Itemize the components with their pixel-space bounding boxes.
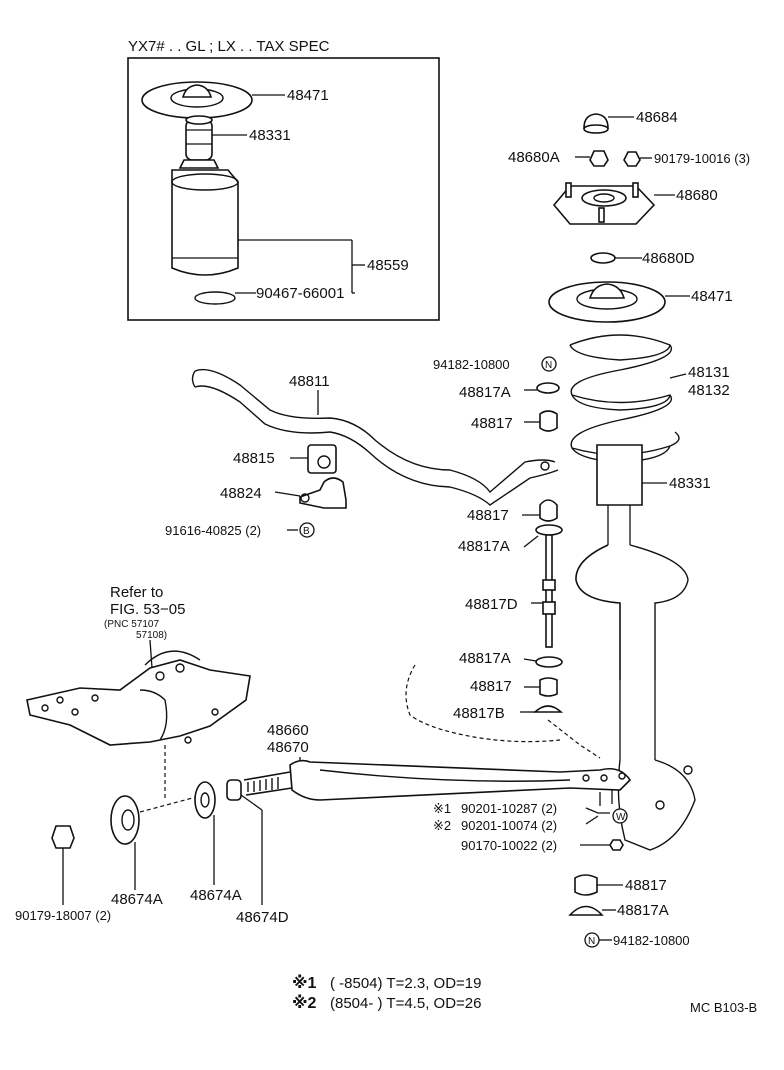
stabilizer-bracket-part (274, 477, 347, 509)
lower-washer2-label: 48674A (190, 887, 242, 904)
link-cushion-a-upper-part (524, 382, 560, 394)
stabilizer-bar-part (191, 368, 559, 506)
link-retainer-a-part (523, 524, 563, 548)
inset-clip-label: 90467-66001 (256, 285, 344, 302)
mount-bearing-label: 48680D (642, 250, 695, 267)
mount-support-part (552, 182, 675, 225)
washer-dashed-line (139, 795, 201, 813)
inset-clip-part (194, 291, 355, 305)
lower-arm-part (243, 759, 632, 806)
svg-text:N: N (588, 936, 595, 947)
figure-code: MC B103-B (690, 1000, 757, 1015)
inset-boot-label: 48559 (367, 257, 409, 274)
lower-spacer-label: 48674D (236, 909, 289, 926)
spring-nut-label: 94182-10800 (433, 357, 510, 372)
stabilizer-bushing-label: 48815 (233, 450, 275, 467)
mount-insulator-part (548, 281, 690, 323)
link-cushion-upper-part (524, 410, 558, 432)
link-cushion-2-part (522, 499, 558, 522)
stabilizer-bracket-label: 48824 (220, 485, 262, 502)
coil-spring-part (569, 334, 687, 463)
link-cushion-upper-label: 48817 (471, 415, 513, 432)
mount-nut-part (623, 151, 652, 167)
lower-washer2-part (194, 781, 216, 885)
arm-dashed-outline (405, 664, 561, 743)
mount-nut-a-label: 48680A (508, 149, 560, 166)
footnote2-mark: ※2 (292, 994, 317, 1012)
bottom-retainer-part (568, 905, 616, 916)
mount-nut-a-part (589, 150, 609, 167)
bolt3-nut-part (580, 839, 624, 851)
stabilizer-bushing-part (290, 444, 337, 474)
lower-washer1-part (110, 795, 140, 890)
svg-text:B: B (303, 526, 310, 537)
bolt-w-symbol: W (612, 808, 628, 824)
inset-insulator-label: 48471 (287, 87, 329, 104)
stabilizer-bar-label: 48811 (289, 373, 330, 390)
refer-line2: FIG. 53−05 (110, 601, 185, 618)
inset-bumper-part (185, 115, 247, 161)
refer-pnc2: 57108) (136, 630, 167, 641)
link-dashed-connector (547, 719, 601, 759)
refer-pnc1: (PNC 57107 (104, 619, 159, 630)
crossmember-part (26, 639, 251, 746)
stabilizer-bolt-label: 91616-40825 (2) (165, 523, 261, 538)
bolt1-mark: ※1 (433, 801, 451, 816)
bottom-nut-symbol: N (584, 932, 612, 948)
svg-text:N: N (545, 360, 552, 371)
link-retainer-b-part (520, 705, 564, 713)
lower-spacer-part (226, 779, 263, 905)
link-retainer-a-label: 48817A (458, 538, 510, 555)
strut-assembly-part (575, 444, 696, 851)
strut-label: 48331 (669, 475, 711, 492)
lower-washer1-label: 48674A (111, 891, 163, 908)
inset-boot-part (171, 159, 365, 293)
spring-nut-symbol: N (541, 356, 557, 372)
inset-insulator-part (141, 81, 285, 119)
lower-nut-label: 90179-18007 (2) (15, 908, 111, 923)
bolt2-mark: ※2 (433, 818, 451, 833)
bottom-retainer-label: 48817A (617, 902, 669, 919)
inset-frame (127, 57, 440, 321)
bottom-cushion-part (574, 874, 623, 896)
mount-nut-label: 90179-10016 (3) (654, 151, 750, 166)
bottom-nut-label: 94182-10800 (613, 933, 690, 948)
mount-bearing-part (590, 252, 642, 264)
refer-line1: Refer to (110, 584, 163, 601)
mount-support-label: 48680 (676, 187, 718, 204)
link-retainer-a-lower-label: 48817A (459, 650, 511, 667)
spring-label-b: 48132 (688, 382, 730, 399)
link-cushion-a-upper-label: 48817A (459, 384, 511, 401)
footnote1-mark: ※1 (292, 974, 317, 992)
mount-insulator-label: 48471 (691, 288, 733, 305)
bolt2-label: 90201-10074 (2) (461, 818, 557, 833)
bolt3-label: 90170-10022 (2) (461, 838, 557, 853)
spring-label-a: 48131 (688, 364, 730, 381)
mount-cap-part (583, 113, 634, 134)
inset-bumper-label: 48331 (249, 127, 291, 144)
arm-label-b: 48670 (267, 739, 309, 756)
link-rod-label: 48817D (465, 596, 518, 613)
bolt1-label: 90201-10287 (2) (461, 801, 557, 816)
footnote1-text: ( -8504) T=2.3, OD=19 (330, 975, 481, 992)
lower-nut-part (51, 825, 75, 905)
link-rod-part (531, 534, 556, 648)
link-cushion-lower-label: 48817 (470, 678, 512, 695)
link-cushion-2-label: 48817 (467, 507, 509, 524)
svg-text:W: W (616, 812, 626, 823)
bolt-leaders (585, 807, 610, 825)
link-cushion-lower-part (524, 677, 558, 697)
footnote2-text: (8504- ) T=4.5, OD=26 (330, 995, 481, 1012)
stabilizer-bolt-symbol: B (299, 522, 315, 538)
link-retainer-b-label: 48817B (453, 705, 505, 722)
bottom-cushion-label: 48817 (625, 877, 667, 894)
link-retainer-a-lower-part (523, 656, 563, 668)
spec-note: YX7# . . GL ; LX . . TAX SPEC (128, 38, 330, 55)
mount-cap-label: 48684 (636, 109, 678, 126)
arm-label-a: 48660 (267, 722, 309, 739)
